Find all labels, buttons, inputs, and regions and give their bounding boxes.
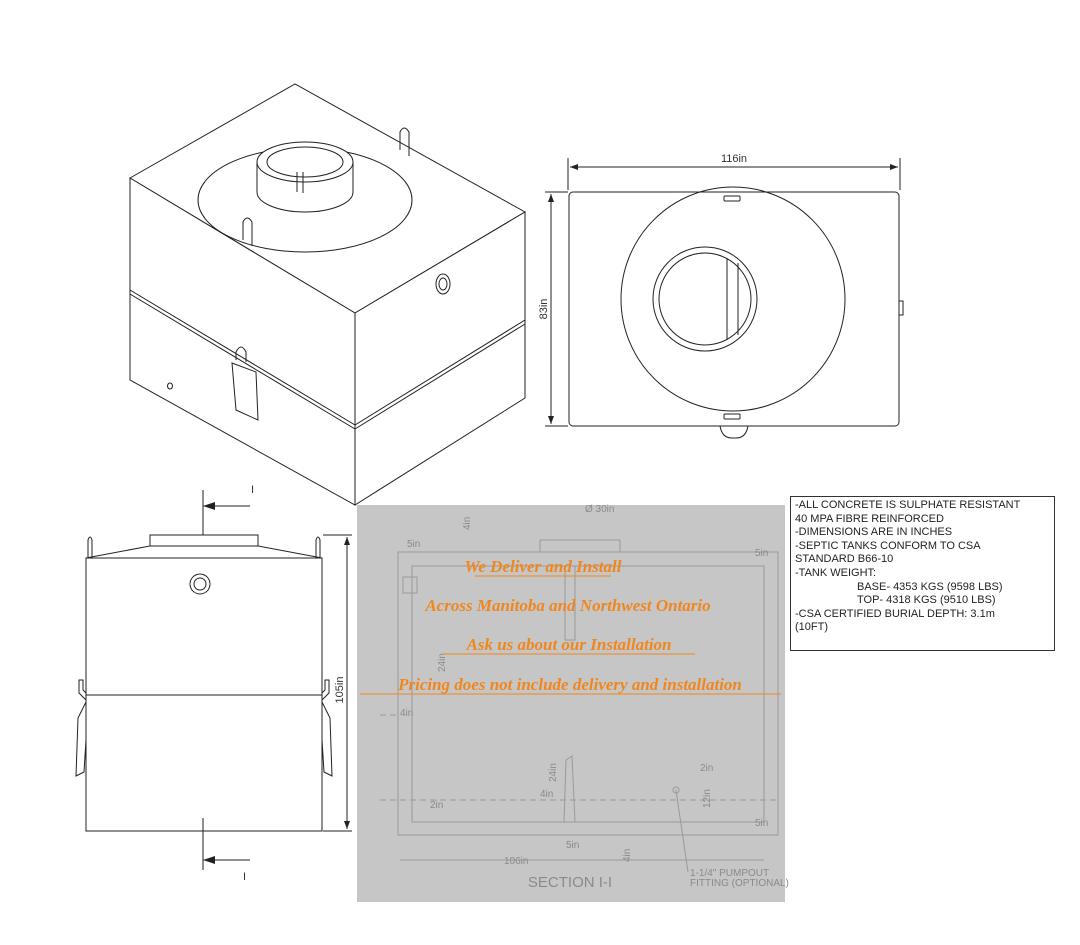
section-riser	[398, 539, 778, 553]
note-line-5: STANDARD B66-10	[795, 553, 894, 566]
note-line-7: BASE- 4353 KGS (9598 LBS)	[857, 580, 1003, 593]
front-hook-left-top	[87, 536, 93, 558]
iso-lift-hook-1	[242, 217, 253, 246]
note-line-9: -CSA CERTIFIED BURIAL DEPTH: 3.1m	[795, 607, 995, 620]
iso-side-lift-plate	[231, 362, 259, 421]
front-hook-right-top	[315, 536, 321, 558]
section-dim-24in: 24in	[437, 653, 448, 672]
iso-small-port	[167, 382, 173, 390]
plan-lift-hook-top	[723, 195, 741, 202]
iso-riser-wall	[256, 162, 354, 213]
plan-lift-hook-bottom	[723, 413, 741, 420]
note-line-4: -SEPTIC TANKS CONFORM TO CSA	[795, 539, 981, 552]
section-dim-4in-baffle: 4in	[540, 789, 553, 800]
front-inlet-pipe-inner	[193, 577, 207, 591]
section-dim-5in-bottom-right: 5in	[755, 818, 768, 829]
section-dim-diameter: Ø 30in	[585, 504, 614, 515]
section-dim-4in-bottom: 4in	[622, 849, 633, 862]
plan-opening-inner	[658, 252, 752, 346]
promo-line-4: Pricing does not include delivery and in…	[397, 675, 742, 694]
section-view: Ø 30in 4in 5in 5in 24in 24in 4in 2in 4in…	[357, 504, 789, 902]
section-inlet-pipe	[402, 576, 418, 594]
section-pumpout-fitting	[672, 786, 680, 794]
notes-box: -ALL CONCRETE IS SULPHATE RESISTANT 40 M…	[790, 496, 1055, 651]
section-marker-top: I	[251, 484, 254, 496]
section-dim-12in: 12in	[702, 789, 713, 808]
section-grey-panel	[357, 505, 785, 902]
front-inlet-pipe	[189, 573, 211, 595]
front-height-arrow-top	[344, 537, 350, 545]
promo-line-3: Ask us about our Installation	[465, 635, 671, 654]
note-line-8: TOP- 4318 KGS (9510 LBS)	[857, 594, 996, 607]
section-dim-2in-right: 2in	[700, 763, 713, 774]
promo-overlay: We Deliver and Install Across Manitoba a…	[360, 557, 781, 695]
front-lift-right	[321, 679, 330, 701]
section-marker-bottom: I	[243, 871, 246, 883]
section-dim-5in-right: 5in	[755, 548, 768, 559]
section-pumpout-leader	[675, 789, 689, 873]
iso-right-face	[354, 211, 526, 506]
note-line-2: 40 MPA FIBRE REINFORCED	[795, 512, 944, 525]
plan-depth-arrow-bottom	[548, 416, 554, 424]
iso-seam-left	[129, 289, 356, 426]
section-arrow-top-head	[203, 502, 215, 510]
front-height-dim: 105in	[334, 677, 346, 704]
section-arrow-bottom-head	[203, 856, 215, 864]
iso-side-lift-loop	[235, 346, 247, 362]
section-dim-2in-left: 2in	[430, 800, 443, 811]
plan-tank-outline	[568, 191, 900, 427]
section-title: SECTION I-I	[528, 874, 612, 891]
front-lift-plate-right	[321, 701, 333, 777]
plan-view: 116in 83in	[538, 153, 904, 439]
iso-lift-hook-2	[399, 127, 410, 156]
front-lift-plate-left	[75, 701, 87, 777]
iso-opening-outer	[256, 141, 354, 183]
section-dim-4in-left: 4in	[400, 708, 413, 719]
iso-inlet-pipe-inner	[438, 277, 448, 291]
plan-width-dim: 116in	[721, 153, 747, 165]
note-line-6: -TANK WEIGHT:	[795, 566, 877, 579]
note-line-1: -ALL CONCRETE IS SULPHATE RESISTANT	[795, 499, 1021, 511]
iso-seam-right	[354, 319, 526, 426]
front-height-arrow-bottom	[344, 821, 350, 829]
plan-depth-arrow-top	[548, 194, 554, 202]
plan-access-riser	[620, 186, 846, 412]
plan-width-arrow-right	[890, 164, 898, 170]
section-dim-24in-baffle: 24in	[548, 763, 559, 782]
section-fitting-note-1: 1-1/4" PUMPOUT	[690, 868, 769, 879]
iso-seam-left-2	[129, 293, 356, 430]
promo-line-1: We Deliver and Install	[465, 557, 622, 576]
section-inlet-tee	[564, 566, 576, 641]
isometric-view	[129, 83, 527, 506]
plan-opening-outer	[652, 246, 758, 352]
front-view: I 105in I	[75, 484, 352, 883]
promo-line-2: Across Manitoba and Northwest Ontario	[424, 596, 710, 615]
section-dim-5in-left: 5in	[407, 539, 420, 550]
section-center-baffle	[563, 755, 576, 823]
plan-width-arrow-left	[570, 164, 578, 170]
iso-inlet-pipe	[435, 273, 451, 295]
section-fitting-note-2: FITTING (OPTIONAL)	[690, 878, 789, 889]
plan-side-lift-plate	[719, 425, 749, 439]
section-dim-4in-top: 4in	[462, 517, 473, 530]
iso-seam-right-2	[354, 323, 526, 430]
section-dim-106in: 106in	[504, 856, 528, 867]
plan-inlet-stub	[898, 300, 904, 316]
iso-opening-inner	[266, 146, 344, 178]
note-line-3: -DIMENSIONS ARE IN INCHES	[795, 526, 953, 539]
section-dim-5in-floor: 5in	[566, 840, 579, 851]
note-line-10: (10FT)	[795, 621, 828, 634]
plan-depth-dim: 83in	[538, 299, 550, 320]
front-lift-left	[78, 679, 87, 701]
